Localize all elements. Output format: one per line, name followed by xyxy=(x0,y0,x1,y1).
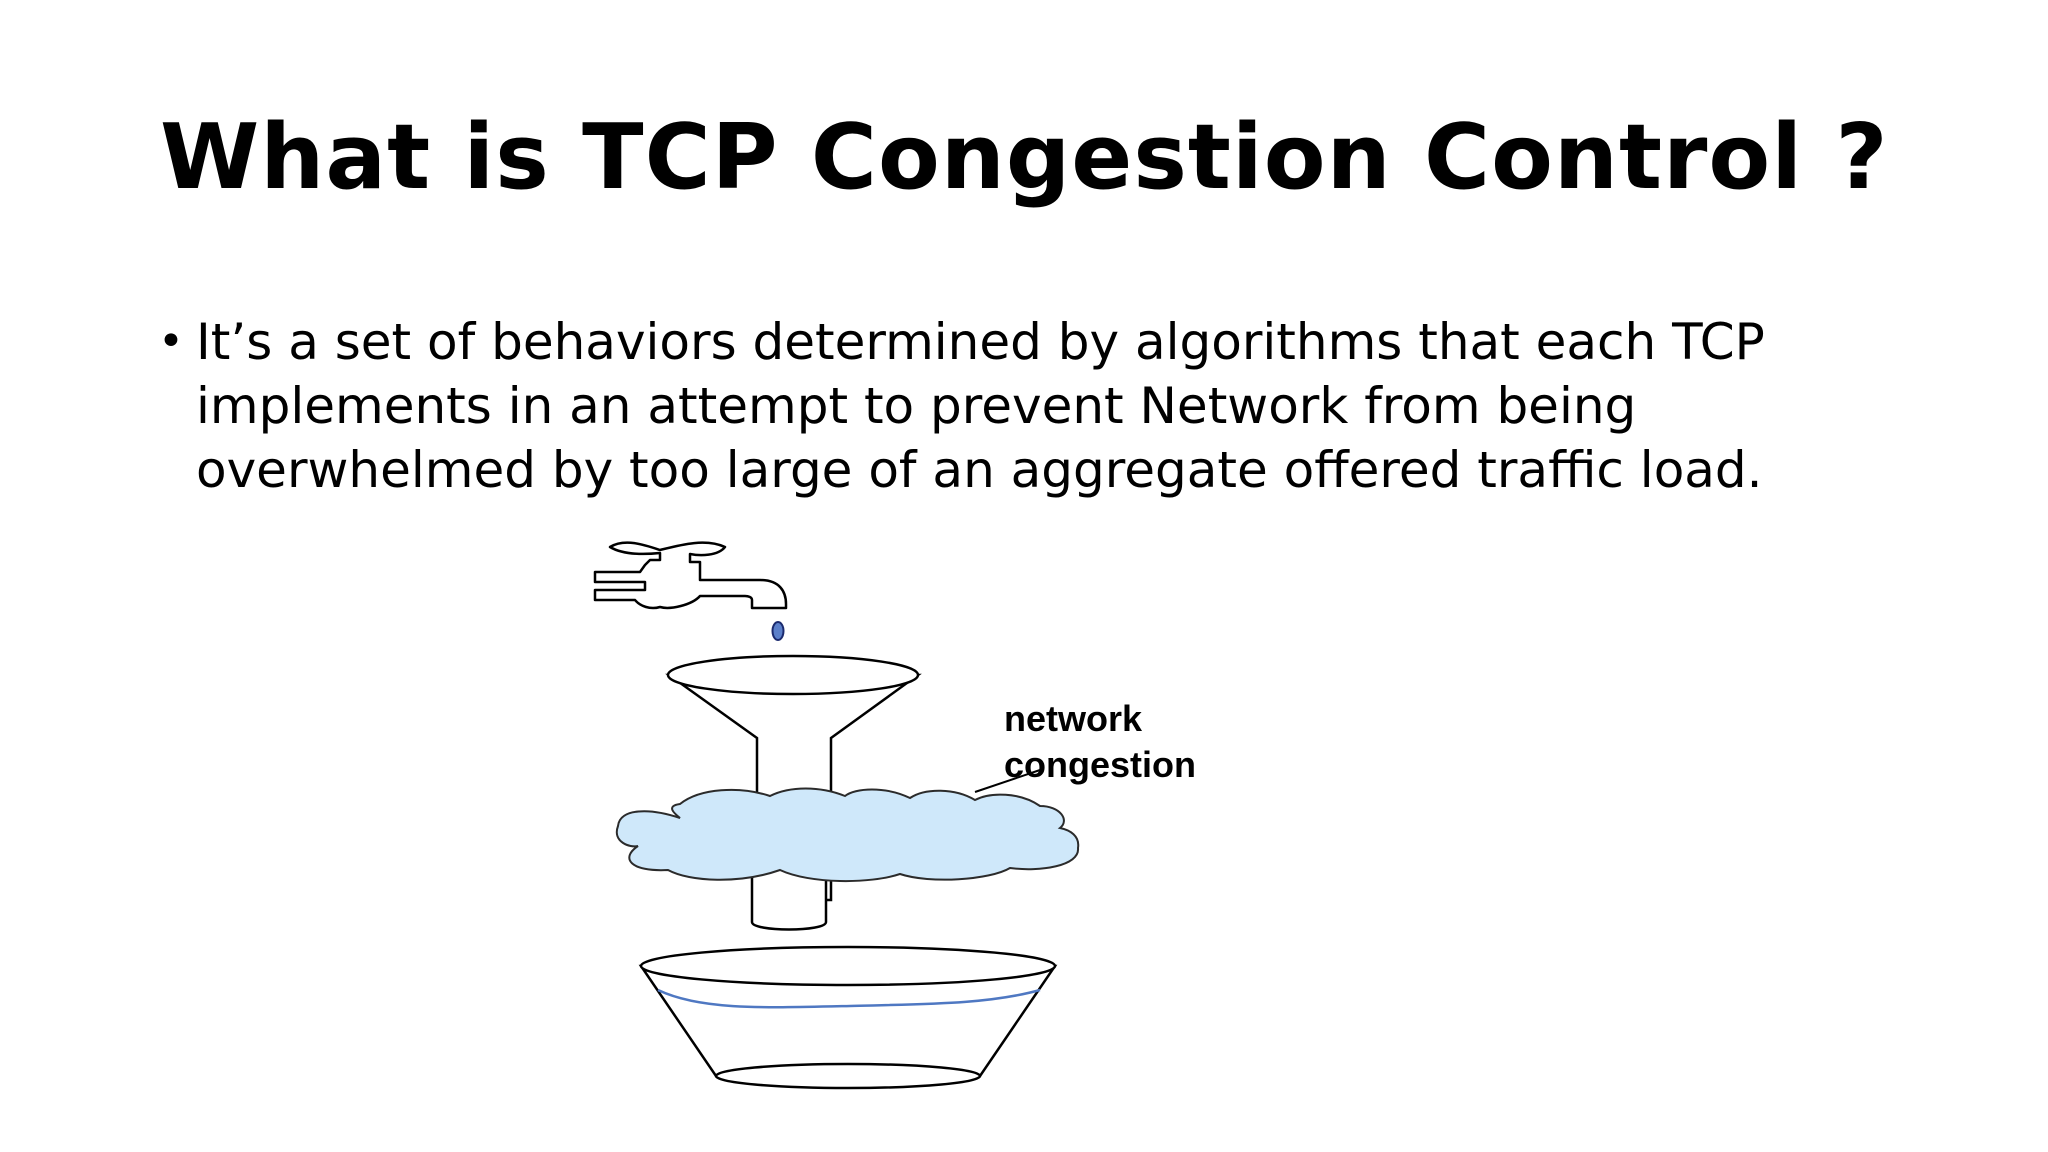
network-congestion-label: network congestion xyxy=(1004,696,1264,788)
bullet-list: • It’s a set of behaviors determined by … xyxy=(150,310,1770,502)
water-drop-icon xyxy=(771,621,785,641)
cloud-icon xyxy=(615,787,1080,883)
label-line-congestion: congestion xyxy=(1004,744,1197,785)
bullet-item: • It’s a set of behaviors determined by … xyxy=(150,310,1770,502)
bullet-marker: • xyxy=(158,316,184,367)
slide-title: What is TCP Congestion Control ? xyxy=(160,105,1889,210)
faucet-icon xyxy=(593,541,788,610)
bullet-text: It’s a set of behaviors determined by al… xyxy=(196,313,1765,499)
bucket-icon xyxy=(638,945,1058,1090)
label-pointer-line xyxy=(974,769,1041,793)
label-line-network: network xyxy=(1004,698,1143,739)
